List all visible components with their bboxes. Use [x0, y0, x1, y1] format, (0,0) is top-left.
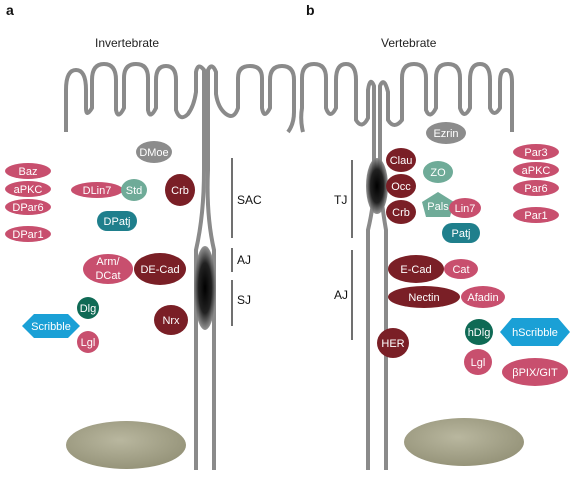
protein-afadin: Afadin [461, 286, 505, 308]
protein-crb-a: Crb [165, 174, 195, 206]
panel-a-title: Invertebrate [95, 36, 159, 50]
svg-text:DPar1: DPar1 [12, 229, 43, 241]
svg-text:Par1: Par1 [524, 210, 547, 222]
svg-text:E-Cad: E-Cad [400, 264, 431, 276]
protein-lgl-b: Lgl [464, 349, 492, 375]
panel-a-zone-aj: AJ [237, 253, 251, 267]
svg-text:Dlg: Dlg [80, 303, 97, 315]
protein-pals: Pals [422, 192, 454, 217]
svg-text:Baz: Baz [19, 166, 38, 178]
protein-arm-dcat: Arm/ DCat [83, 254, 133, 284]
panel-a-zone-sac: SAC [237, 193, 262, 207]
protein-dmoe: DMoe [136, 141, 172, 163]
panel-a-zone-sj: SJ [237, 293, 251, 307]
svg-text:Crb: Crb [171, 185, 189, 197]
panel-a-letter: a [6, 2, 14, 18]
protein-zo: ZO [423, 161, 453, 183]
protein-e-cad: E-Cad [388, 255, 444, 283]
protein-lin7: Lin7 [449, 198, 481, 218]
panel-b-title: Vertebrate [381, 36, 437, 50]
panel-b-tight-junction [366, 158, 388, 214]
panel-b-zone-tj: TJ [334, 193, 347, 207]
protein-hscribble: hScribble [500, 318, 570, 346]
svg-text:Occ: Occ [391, 181, 411, 193]
svg-text:Clau: Clau [390, 155, 413, 167]
protein-apkc-a: aPKC [5, 181, 51, 197]
protein-her: HER [377, 328, 409, 358]
panel-b-nucleus [404, 418, 524, 466]
svg-text:DPar6: DPar6 [12, 202, 43, 214]
svg-text:Par3: Par3 [524, 147, 547, 159]
protein-hdlg: hDlg [465, 319, 493, 345]
panel-b-letter: b [306, 2, 315, 18]
protein-dpar6: DPar6 [5, 199, 51, 215]
svg-text:Lgl: Lgl [81, 337, 96, 349]
protein-occ: Occ [386, 174, 416, 198]
svg-text:βPIX/GIT: βPIX/GIT [512, 367, 558, 379]
protein-betapix-git: βPIX/GIT [502, 358, 568, 386]
svg-text:Crb: Crb [392, 207, 410, 219]
panel-b: b Vertebrate TJ AJ Ezrin Clau Occ [299, 2, 570, 470]
svg-text:Ezrin: Ezrin [433, 128, 458, 140]
panel-a-zone-markers: SAC AJ SJ [231, 158, 262, 326]
svg-text:Pals: Pals [427, 201, 449, 213]
panel-a-junction [194, 246, 216, 330]
protein-clau: Clau [386, 148, 416, 172]
protein-baz: Baz [5, 163, 51, 179]
panel-b-zone-aj: AJ [334, 288, 348, 302]
svg-text:hDlg: hDlg [468, 327, 491, 339]
panel-b-zone-markers: TJ AJ [334, 160, 353, 340]
svg-text:Lin7: Lin7 [455, 203, 476, 215]
protein-de-cad: DE-Cad [134, 253, 186, 285]
svg-text:DMoe: DMoe [139, 147, 168, 159]
protein-nectin: Nectin [388, 286, 460, 308]
protein-par3: Par3 [513, 144, 559, 160]
svg-text:HER: HER [381, 338, 404, 350]
svg-text:ZO: ZO [430, 167, 446, 179]
protein-nrx: Nrx [154, 305, 188, 335]
protein-dpatj: DPatj [97, 211, 137, 231]
svg-text:Nectin: Nectin [408, 292, 439, 304]
svg-text:aPKC: aPKC [522, 165, 551, 177]
protein-par6: Par6 [513, 180, 559, 196]
svg-text:hScribble: hScribble [512, 327, 558, 339]
protein-apkc-b: aPKC [513, 162, 559, 178]
protein-lgl-a: Lgl [77, 331, 99, 353]
svg-text:Std: Std [126, 185, 143, 197]
svg-text:aPKC: aPKC [14, 184, 43, 196]
svg-text:Par6: Par6 [524, 183, 547, 195]
protein-patj: Patj [442, 223, 480, 243]
protein-ezrin: Ezrin [426, 122, 466, 144]
protein-std: Std [121, 179, 147, 201]
svg-text:Scribble: Scribble [31, 321, 71, 333]
panel-a: a Invertebrate SAC AJ SJ DMoe Baz [5, 2, 296, 470]
protein-dlin7: DLin7 [71, 182, 123, 198]
svg-text:Nrx: Nrx [162, 315, 180, 327]
svg-text:Lgl: Lgl [471, 357, 486, 369]
panel-a-right-cell-membrane [205, 64, 296, 470]
protein-scribble: Scribble [22, 314, 80, 338]
protein-crb-b: Crb [386, 200, 416, 224]
panel-b-right-cell-membrane [378, 62, 514, 470]
svg-text:DLin7: DLin7 [83, 185, 112, 197]
panel-a-left-cell-membrane [64, 62, 206, 470]
svg-text:Afadin: Afadin [467, 292, 498, 304]
svg-text:DPatj: DPatj [104, 216, 131, 228]
protein-cat: Cat [444, 259, 478, 279]
svg-text:Patj: Patj [452, 228, 471, 240]
panel-a-nucleus [66, 421, 186, 469]
svg-text:Cat: Cat [452, 264, 469, 276]
svg-text:DCat: DCat [95, 270, 120, 282]
svg-text:DE-Cad: DE-Cad [140, 264, 179, 276]
protein-dpar1: DPar1 [5, 226, 51, 242]
svg-text:Arm/: Arm/ [96, 256, 120, 268]
panel-b-left-cell-membrane [299, 62, 377, 470]
protein-dlg: Dlg [77, 297, 99, 319]
protein-par1: Par1 [513, 207, 559, 223]
